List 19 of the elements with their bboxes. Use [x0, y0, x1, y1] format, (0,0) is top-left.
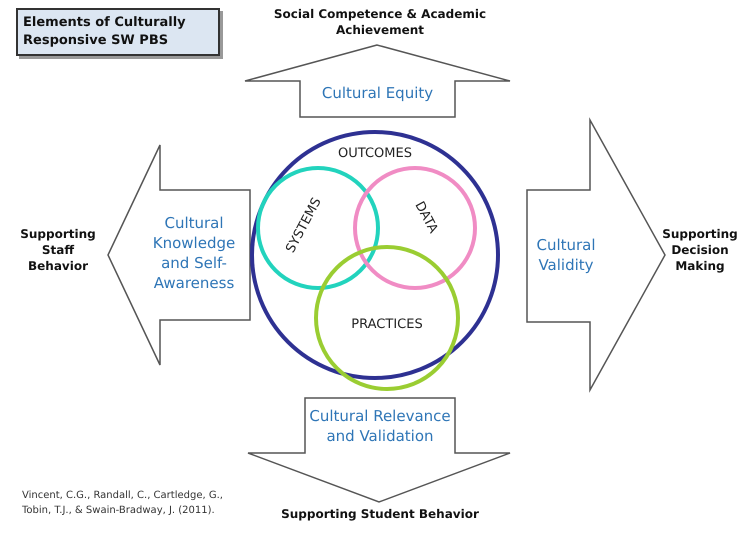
title-box: Elements of Culturally Responsive SW PBS [16, 8, 220, 56]
venn-circle [353, 166, 477, 290]
circle-label: PRACTICES [350, 317, 424, 332]
block-arrow [248, 398, 510, 502]
caption-text: Supporting Student Behavior [280, 506, 480, 522]
citation-text: Vincent, C.G., Randall, C., Cartledge, G., Tobin, T.J., & Swain-Bradway, J. (2011). [22, 489, 224, 518]
arrow-label: Cultural Relevance and Validation [308, 406, 452, 446]
arrow-label: Cultural Validity [535, 235, 597, 275]
block-arrow [527, 120, 665, 390]
caption-text: Supporting Staff Behavior [19, 226, 97, 274]
arrow-label: Cultural Knowledge and Self-Awareness [152, 213, 236, 293]
block-arrow [108, 145, 250, 365]
block-arrow [245, 45, 510, 117]
caption-text: Supporting Decision Making [661, 226, 739, 274]
venn-circle [256, 166, 380, 290]
arrow-label: Cultural Equity [320, 83, 434, 103]
circle-label: DATA [410, 198, 442, 238]
caption-text: Social Competence & Academic Achievement [272, 6, 488, 38]
circle-label: OUTCOMES [337, 146, 413, 161]
